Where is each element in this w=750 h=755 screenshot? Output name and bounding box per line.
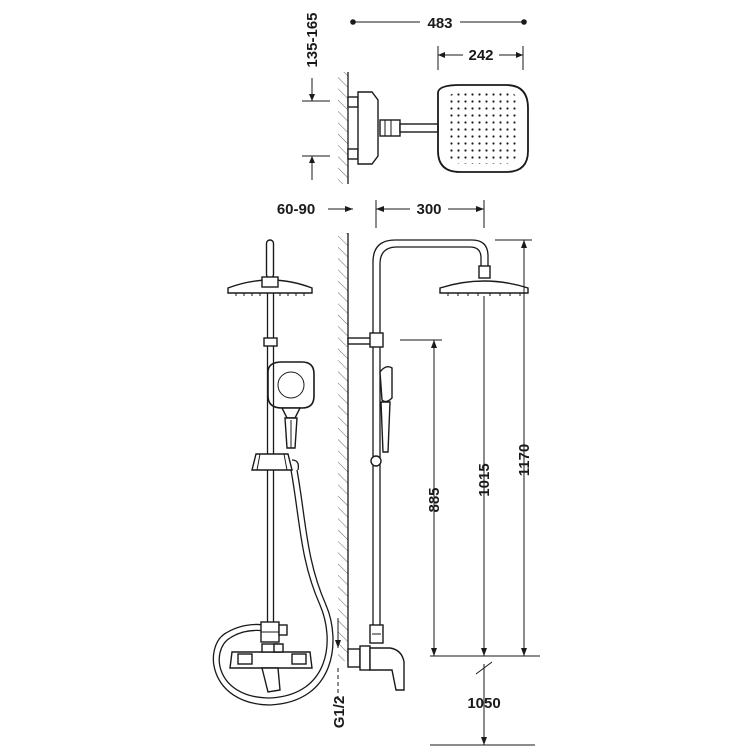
dim-arm-offset: 135-165 [302, 12, 330, 180]
dim-text-h-head: 1015 [476, 463, 493, 496]
dim-heights: 885 1015 1170 1050 [400, 239, 540, 746]
dim-text-wall-gap: 60-90 [277, 201, 315, 218]
dim-text-top-width: 483 [427, 15, 452, 32]
wall-bracket-top [347, 91, 439, 165]
shower-hose [218, 469, 328, 699]
rain-shower-head-top-view [437, 84, 529, 173]
dim-text-arm-offset: 135-165 [304, 12, 321, 67]
dim-top-width: 483 [350, 12, 527, 32]
mixer-valve-icon [229, 621, 313, 693]
dim-text-thread: G1/2 [331, 696, 348, 729]
shower-column-side-view [337, 233, 529, 700]
wall-hatch-side [338, 233, 348, 661]
dim-text-h-floor: 1050 [467, 695, 500, 712]
wall-hatch-top [338, 72, 348, 184]
dim-text-head-width: 242 [468, 47, 493, 64]
dim-arm-reach: 300 [375, 199, 485, 228]
slider-bracket-front [251, 453, 293, 471]
hand-shower-icon [267, 361, 315, 449]
shower-column-front-view [212, 239, 334, 706]
dim-wall-gap: 60-90 [277, 201, 353, 218]
dim-text-h-support: 885 [426, 487, 443, 512]
dim-thread: G1/2 [331, 618, 348, 728]
dim-text-arm-reach: 300 [416, 201, 441, 218]
dim-head-width: 242 [437, 45, 524, 70]
top-view: 483 242 135-165 [302, 12, 529, 184]
dim-text-h-total: 1170 [516, 444, 533, 477]
